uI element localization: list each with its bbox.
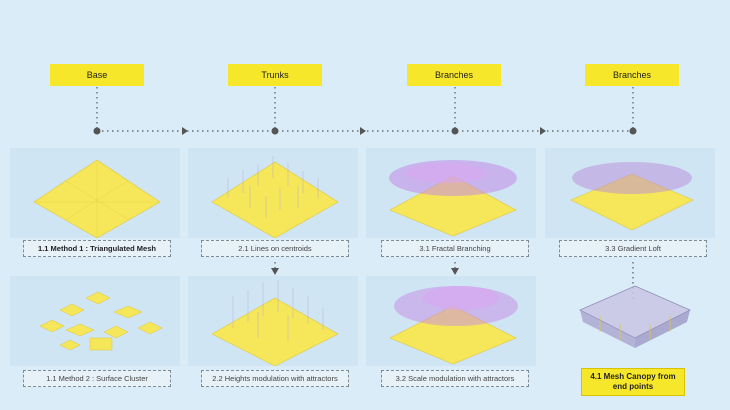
panel-mesh-canopy (545, 276, 715, 366)
arrow-right-icon (360, 127, 366, 135)
trunk-lines-render (211, 156, 339, 238)
caption-triangulated-mesh: 1.1 Method 1 : Triangulated Mesh (23, 240, 171, 258)
panel-fractal-branching (366, 148, 536, 238)
panel-gradient-loft (545, 148, 715, 238)
arrow-down-icon (271, 268, 279, 275)
caption-surface-cluster: 1.1 Method 2 : Surface Cluster (23, 370, 171, 388)
mesh-canopy-render (579, 285, 691, 348)
arrow-right-icon (540, 127, 546, 135)
caption-scale-modulation: 3.2 Scale modulation with attractors (381, 370, 529, 388)
caption-heights-modulation: 2.2 Heights modulation with attractors (201, 370, 349, 388)
caption-gradient-loft: 3.3 Gradient Loft (559, 240, 707, 258)
timeline-node (93, 127, 101, 135)
panel-scale-modulation (366, 276, 536, 366)
stage-branches-final-box: Branches (585, 64, 679, 86)
caption-mesh-canopy: 4.1 Mesh Canopy from end points (581, 368, 685, 396)
triangulated-mesh-render (33, 159, 161, 238)
heights-modulation-render (211, 280, 339, 366)
timeline-node (629, 127, 637, 135)
stage-base-box: Base (50, 64, 144, 86)
surface-cluster-render (39, 291, 163, 351)
timeline-node (451, 127, 459, 135)
panel-lines-on-centroids (188, 148, 358, 238)
fractal-branching-render (389, 160, 517, 237)
stage-label: Branches (612, 70, 652, 80)
timeline-node (271, 127, 279, 135)
stage-trunks-box: Trunks (228, 64, 322, 86)
panel-triangulated-mesh (10, 148, 180, 238)
arrow-down-icon (451, 268, 459, 275)
panel-heights-modulation (188, 276, 358, 366)
scale-modulation-render (389, 286, 518, 365)
stage-label: Branches (434, 70, 474, 80)
stage-branches-box: Branches (407, 64, 501, 86)
caption-fractal-branching: 3.1 Fractal Branching (381, 240, 529, 258)
gradient-loft-render (570, 162, 694, 231)
panel-surface-cluster (10, 276, 180, 366)
caption-lines-on-centroids: 2.1 Lines on centroids (201, 240, 349, 258)
arrow-right-icon (182, 127, 188, 135)
stage-label: Trunks (261, 70, 289, 80)
stage-label: Base (86, 70, 108, 80)
